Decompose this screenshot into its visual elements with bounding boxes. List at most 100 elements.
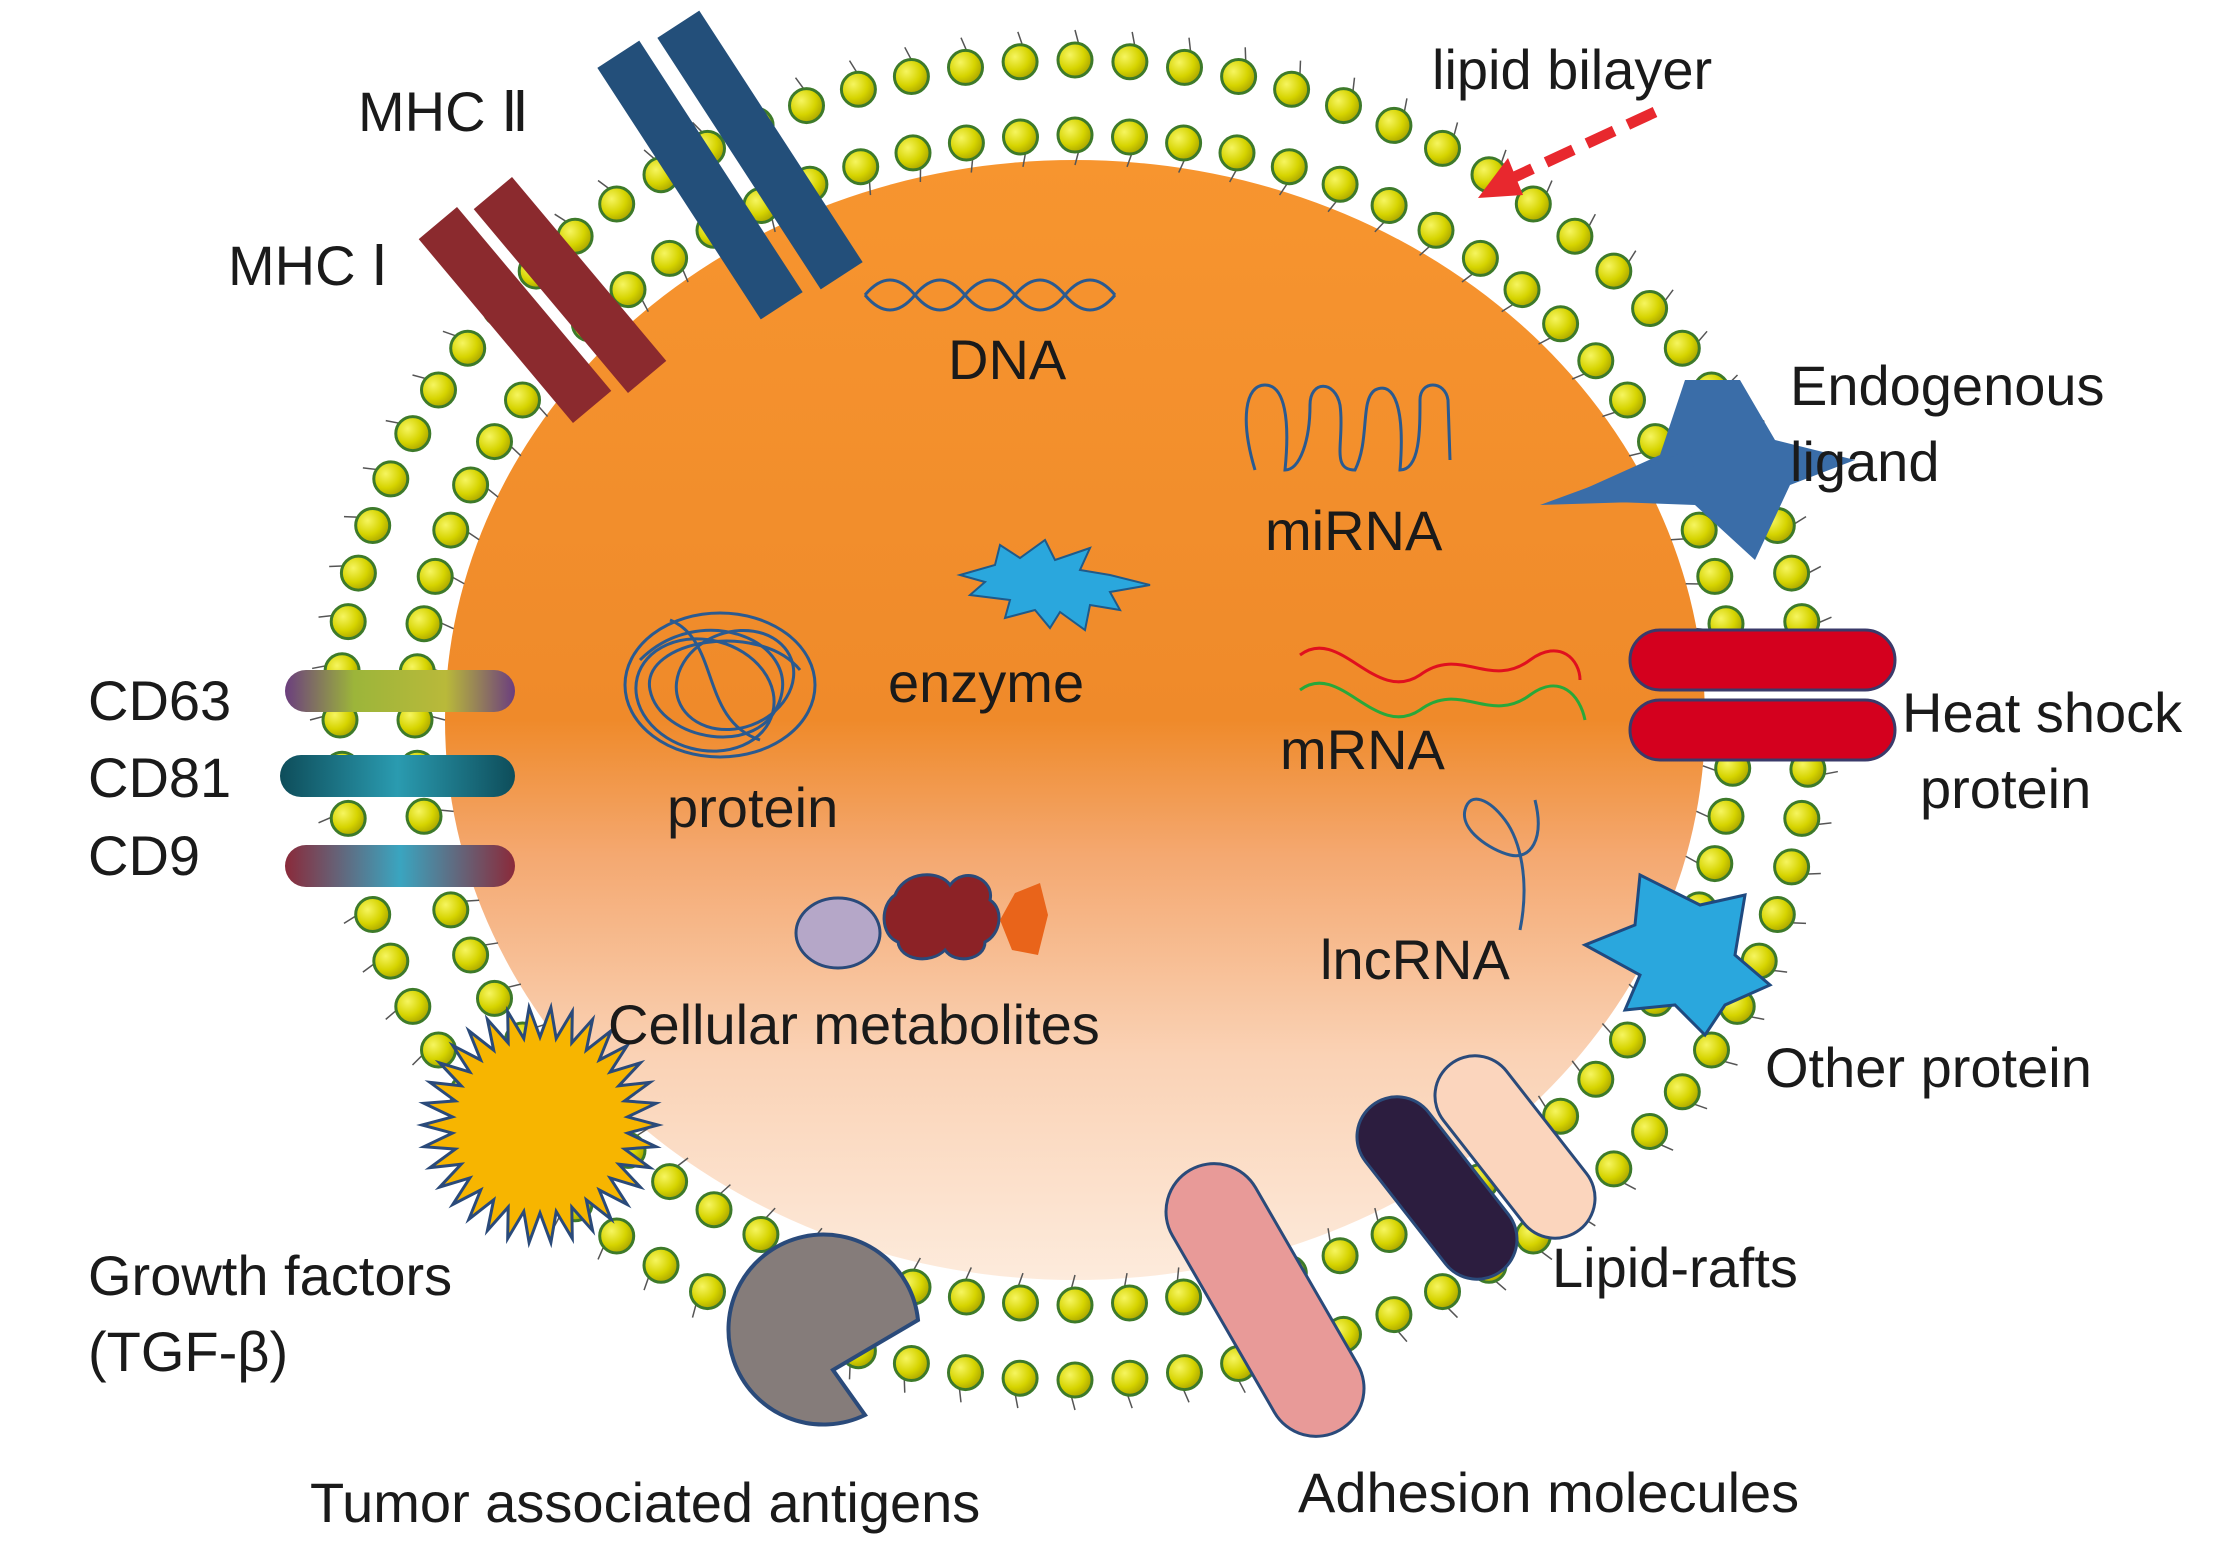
protein-tangle-icon xyxy=(623,611,817,759)
lipid-head xyxy=(947,124,985,162)
lipid-head xyxy=(1056,1361,1094,1399)
metabolite-maroon xyxy=(882,873,1001,961)
lipid-head xyxy=(642,1246,680,1284)
lipid-head xyxy=(892,58,930,95)
lipid-head xyxy=(339,554,377,592)
label-endogenous-ligand: Endogenous ligand xyxy=(1790,348,2105,499)
cd81-protein xyxy=(280,755,515,797)
lipid-head xyxy=(1002,1284,1039,1322)
lipid-head xyxy=(947,48,984,86)
label-other-protein: Other protein xyxy=(1765,1036,2092,1099)
lipid-head xyxy=(372,942,410,980)
lipid-head xyxy=(1693,1031,1730,1069)
lipid-head xyxy=(1321,165,1359,203)
lipid-head xyxy=(449,329,487,367)
label-cd9: CD9 xyxy=(88,824,201,887)
lipid-head xyxy=(1707,797,1745,835)
lipid-head xyxy=(405,797,443,835)
label-lncrna: lncRNA xyxy=(1320,928,1510,991)
lipid-head xyxy=(354,896,392,933)
mirna-icon xyxy=(1244,383,1452,472)
lipid-head xyxy=(1321,1237,1359,1275)
label-growth-factors-line2: (TGF-β) xyxy=(88,1319,289,1383)
label-growth-factors-line1: Growth factors xyxy=(88,1244,453,1307)
lipid-head xyxy=(1165,124,1203,162)
lipid-head xyxy=(842,148,880,186)
lipid-raft-light xyxy=(1433,1054,1597,1240)
lipid-head xyxy=(894,134,932,172)
lipid-head xyxy=(1577,1060,1615,1098)
lipid-head xyxy=(420,371,457,409)
lipid-head xyxy=(1680,511,1718,549)
cd63-protein xyxy=(285,670,515,712)
label-mrna: mRNA xyxy=(1280,718,1445,781)
label-enzyme: enzyme xyxy=(888,651,1085,714)
lipid-head xyxy=(452,466,490,504)
label-mirna: miRNA xyxy=(1265,499,1443,562)
label-heat-shock-line1: Heat shock xyxy=(1902,681,2183,744)
dna-icon xyxy=(863,278,1117,312)
label-tumor-associated-antigens: Tumor associated antigens xyxy=(310,1471,981,1534)
label-cd81: CD81 xyxy=(88,746,232,809)
lipid-head xyxy=(1218,134,1256,172)
lipid-head xyxy=(695,1191,733,1229)
lipid-head xyxy=(1270,148,1308,186)
label-heat-shock-line2: protein xyxy=(1920,756,2092,820)
lipid-head xyxy=(947,1354,984,1392)
label-mhc-i: MHC Ⅰ xyxy=(228,234,388,297)
lipid-head xyxy=(1375,1296,1413,1334)
lipid-head xyxy=(1001,1359,1039,1397)
lipid-head xyxy=(651,1163,689,1201)
lipid-head xyxy=(416,557,454,595)
lipid-head xyxy=(1663,1073,1701,1111)
lipid-head xyxy=(432,891,470,929)
lipid-head xyxy=(1375,106,1413,144)
tumor-antigen-icon xyxy=(726,1232,921,1427)
lipid-head xyxy=(1556,217,1594,255)
lipid-head xyxy=(1111,118,1148,156)
lipid-head xyxy=(405,605,443,643)
lipid-head xyxy=(689,1273,726,1311)
lipid-head xyxy=(394,415,432,453)
lipid-head xyxy=(504,381,541,419)
lipid-head xyxy=(788,87,825,125)
endogenous-ligand-star-tip xyxy=(1540,450,1700,505)
lipid-head xyxy=(452,936,490,974)
mhc-i-protein xyxy=(418,177,667,423)
lipid-head xyxy=(892,1345,930,1382)
lipid-head xyxy=(839,70,877,108)
lipid-head xyxy=(1577,342,1615,380)
heat-shock-protein xyxy=(1628,628,1897,762)
lipid-head xyxy=(1220,58,1258,95)
lipid-head xyxy=(1461,239,1499,277)
lipid-head xyxy=(1424,129,1461,167)
lncrna-icon xyxy=(1463,797,1540,931)
lipid-head xyxy=(1111,1284,1148,1322)
label-endogenous-line2: ligand xyxy=(1790,429,1940,493)
label-mhc-ii: MHC Ⅱ xyxy=(358,80,529,143)
endogenous-ligand-star xyxy=(1560,380,1855,560)
lipid-head xyxy=(1056,41,1094,79)
mrna-red-strand xyxy=(1299,646,1582,684)
lipid-head xyxy=(598,185,636,223)
lipid-head xyxy=(1631,290,1669,327)
enzyme-icon xyxy=(956,538,1151,632)
lipid-head xyxy=(1773,554,1811,592)
lipid-head xyxy=(1273,70,1311,108)
lipid-head xyxy=(1166,1354,1203,1392)
lipid-head xyxy=(372,460,410,498)
lipid-head xyxy=(432,511,470,549)
lipid-head xyxy=(1609,381,1646,419)
lipid-raft-dark xyxy=(1355,1095,1519,1281)
lipid-bilayer-arrow xyxy=(1478,107,1658,198)
label-dna: DNA xyxy=(948,328,1067,391)
label-lipid-rafts: Lipid-rafts xyxy=(1552,1236,1798,1299)
lipid-head xyxy=(1542,305,1580,343)
metabolite-lavender xyxy=(794,896,882,970)
mhc-ii-protein xyxy=(597,10,863,320)
other-protein-icon xyxy=(1581,872,1773,1038)
lipid-head xyxy=(1696,845,1734,883)
lipid-head xyxy=(1370,187,1408,224)
label-cellular-metabolites: Cellular metabolites xyxy=(608,993,1100,1056)
